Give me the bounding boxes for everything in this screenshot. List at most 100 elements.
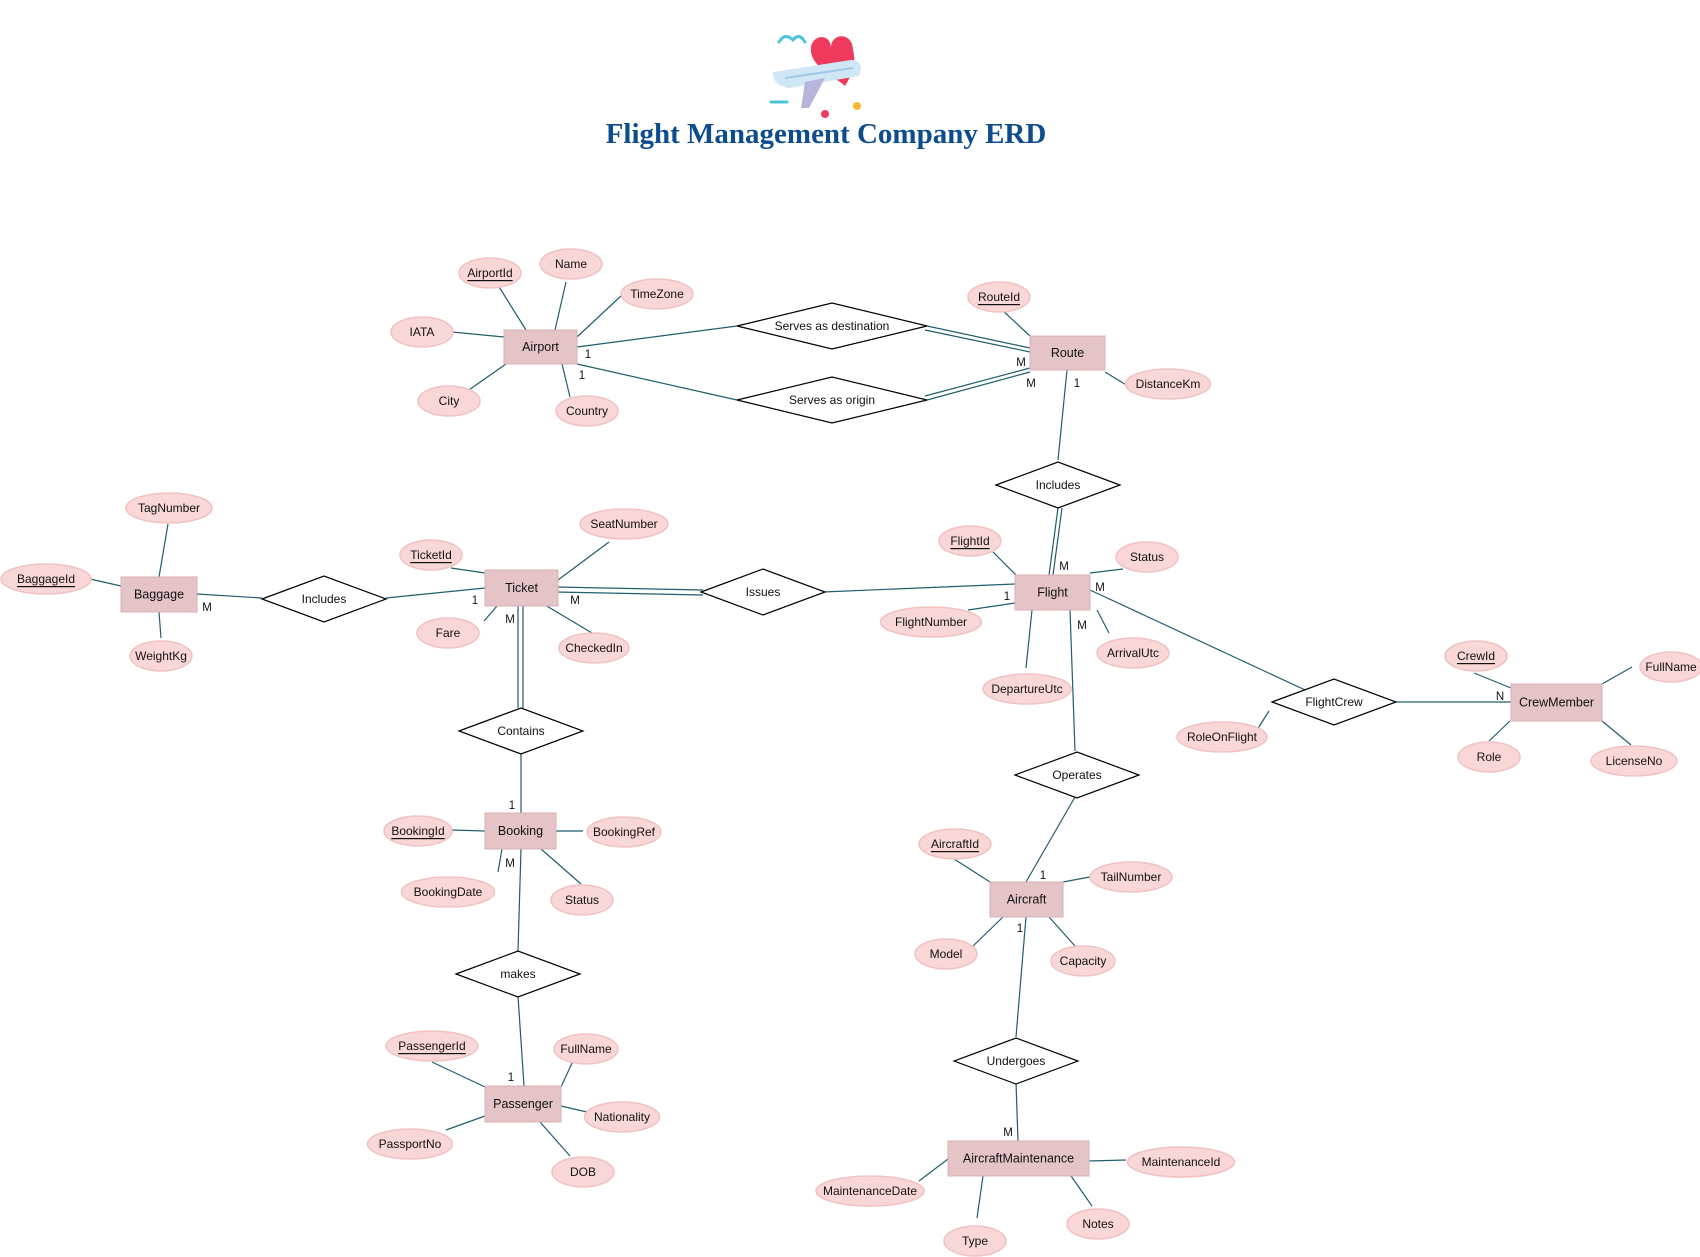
attribute-label: Capacity — [1060, 954, 1107, 968]
attribute-label: BookingRef — [593, 825, 656, 839]
relationship-label: Includes — [1036, 478, 1081, 492]
entity-box — [503, 329, 578, 365]
attribute-ellipse — [1050, 945, 1116, 977]
relationship-label: makes — [500, 967, 535, 981]
attribute-bk4[interactable]: Status — [550, 884, 614, 916]
attribute-r2[interactable]: DistanceKm — [1124, 368, 1212, 400]
attribute-a5[interactable]: City — [417, 385, 481, 417]
attribute-a4[interactable]: IATA — [390, 316, 454, 348]
attribute-f5[interactable]: DepartureUtc — [982, 673, 1072, 705]
relationship-flightcrew[interactable]: FlightCrew — [1270, 678, 1398, 726]
relationship-diamond — [457, 707, 585, 755]
entity-label: Baggage — [134, 588, 184, 602]
cardinality-k2: 1 — [579, 370, 585, 382]
entity-label: Flight — [1037, 586, 1068, 600]
relationship-label: Undergoes — [987, 1054, 1046, 1068]
attribute-c5[interactable]: RoleOnFlight — [1176, 721, 1268, 753]
attribute-label: ArrivalUtc — [1107, 646, 1159, 660]
relationship-undergoes[interactable]: Undergoes — [952, 1037, 1080, 1085]
attribute-c2[interactable]: FullName — [1639, 651, 1700, 683]
entity-crewmember[interactable]: CrewMember — [1510, 683, 1603, 722]
relationship-issues[interactable]: Issues — [699, 568, 827, 616]
relationship-diamond — [1270, 678, 1398, 726]
attribute-m3[interactable]: Type — [943, 1225, 1007, 1257]
cardinality-k6: M — [1059, 561, 1069, 573]
attribute-ac1[interactable]: AircraftId — [918, 828, 992, 860]
relationship-makes[interactable]: makes — [454, 950, 582, 998]
relationship-label: Serves as destination — [775, 319, 890, 333]
attribute-bg3[interactable]: WeightKg — [129, 640, 193, 672]
attribute-m4[interactable]: Notes — [1066, 1208, 1130, 1240]
entity-ticket[interactable]: Ticket — [484, 569, 559, 607]
key-attribute-label: CrewId — [1457, 649, 1495, 663]
attribute-label: FullName — [560, 1042, 612, 1056]
attribute-ellipse — [416, 617, 480, 649]
relationship-serves-origin[interactable]: Serves as origin — [736, 376, 928, 424]
attribute-t2[interactable]: SeatNumber — [579, 508, 669, 540]
attribute-c1[interactable]: CrewId — [1444, 640, 1508, 672]
attribute-t4[interactable]: CheckedIn — [558, 632, 630, 664]
relationship-includes-route[interactable]: Includes — [994, 461, 1122, 509]
attribute-a2[interactable]: Name — [539, 248, 603, 280]
attribute-t3[interactable]: Fare — [416, 617, 480, 649]
cardinality-k18: 1 — [1017, 923, 1023, 935]
entity-aircraft[interactable]: Aircraft — [989, 881, 1064, 918]
attribute-f1[interactable]: FlightId — [938, 525, 1002, 557]
attribute-bg2[interactable]: BaggageId — [0, 563, 92, 595]
attribute-label: CheckedIn — [565, 641, 622, 655]
attribute-f2[interactable]: Status — [1115, 541, 1179, 573]
attribute-c4[interactable]: LicenseNo — [1590, 745, 1678, 777]
attribute-ellipse — [938, 525, 1002, 557]
attribute-p5[interactable]: DOB — [551, 1156, 615, 1188]
entity-flight[interactable]: Flight — [1014, 574, 1091, 611]
attribute-t1[interactable]: TicketId — [399, 539, 463, 571]
relationship-contains[interactable]: Contains — [457, 707, 585, 755]
attribute-c3[interactable]: Role — [1457, 741, 1521, 773]
attribute-label: RoleOnFlight — [1187, 730, 1258, 744]
attribute-bk2[interactable]: BookingRef — [586, 816, 662, 848]
attribute-bg1[interactable]: TagNumber — [125, 492, 213, 524]
relationship-diamond — [260, 575, 388, 623]
entity-booking[interactable]: Booking — [484, 812, 557, 850]
entity-passenger[interactable]: Passenger — [484, 1085, 562, 1123]
attribute-r1[interactable]: RouteId — [967, 281, 1031, 313]
entity-aircraftmaintenance[interactable]: AircraftMaintenance — [947, 1140, 1090, 1177]
attribute-ellipse — [400, 876, 496, 908]
relationship-operates[interactable]: Operates — [1013, 751, 1141, 799]
attribute-p1[interactable]: PassengerId — [385, 1030, 479, 1062]
cardinality-k10: 1 — [472, 595, 478, 607]
attribute-label: FullName — [1645, 660, 1697, 674]
attribute-f4[interactable]: ArrivalUtc — [1096, 637, 1170, 669]
attribute-p3[interactable]: Nationality — [583, 1101, 661, 1133]
attribute-p2[interactable]: FullName — [553, 1033, 619, 1065]
attribute-ac4[interactable]: Capacity — [1050, 945, 1116, 977]
relationship-includes-bag[interactable]: Includes — [260, 575, 388, 623]
cardinality-k3: M — [1016, 357, 1026, 369]
entity-airport[interactable]: Airport — [503, 329, 578, 365]
attribute-m2[interactable]: MaintenanceDate — [815, 1175, 925, 1207]
entity-label: CrewMember — [1519, 696, 1594, 710]
attribute-ellipse — [914, 938, 978, 970]
attribute-label: Fare — [436, 626, 461, 640]
relationship-label: Operates — [1052, 768, 1101, 782]
attribute-a6[interactable]: Country — [555, 395, 619, 427]
attribute-bk1[interactable]: BookingId — [383, 815, 453, 847]
attribute-ac2[interactable]: TailNumber — [1089, 861, 1173, 893]
attribute-label: Name — [555, 257, 587, 271]
cardinality-k17: 1 — [1040, 870, 1046, 882]
attribute-label: DistanceKm — [1136, 377, 1201, 391]
entity-route[interactable]: Route — [1029, 335, 1106, 371]
attribute-m1[interactable]: MaintenanceId — [1126, 1146, 1236, 1178]
attribute-a1[interactable]: AirportId — [458, 257, 522, 289]
attribute-f3[interactable]: FlightNumber — [879, 606, 983, 638]
attribute-ellipse — [879, 606, 983, 638]
attribute-ellipse — [1066, 1208, 1130, 1240]
attribute-bk3[interactable]: BookingDate — [400, 876, 496, 908]
attribute-label: DOB — [570, 1165, 596, 1179]
attribute-ellipse — [366, 1128, 454, 1160]
entity-baggage[interactable]: Baggage — [120, 576, 198, 613]
relationship-serves-dest[interactable]: Serves as destination — [736, 302, 928, 350]
attribute-p4[interactable]: PassportNo — [366, 1128, 454, 1160]
attribute-a3[interactable]: TimeZone — [620, 278, 694, 310]
attribute-ac3[interactable]: Model — [914, 938, 978, 970]
